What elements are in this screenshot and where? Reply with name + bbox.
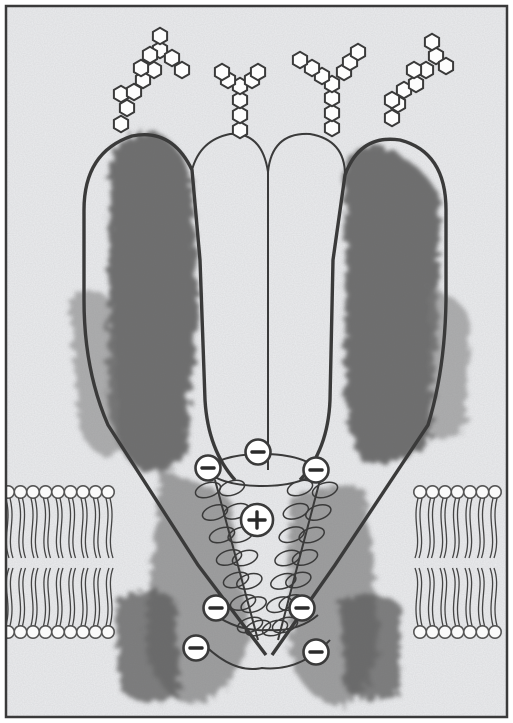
lipid-head-lower [89, 626, 101, 638]
negative-charge [246, 440, 271, 465]
sugar-ring [409, 76, 423, 92]
lipid-head-lower [14, 626, 26, 638]
lipid-head-upper [476, 486, 488, 498]
sugar-ring [153, 28, 167, 44]
negative-charge [304, 640, 329, 665]
lipid-head-lower [426, 626, 438, 638]
lipid-head-upper [52, 486, 64, 498]
lipid-head-upper [426, 486, 438, 498]
sugar-ring [175, 62, 189, 78]
sugar-ring [143, 47, 157, 63]
lipid-head-upper [89, 486, 101, 498]
lipid-head-upper [464, 486, 476, 498]
lipid-head-lower [464, 626, 476, 638]
lipid-head-lower [39, 626, 51, 638]
sugar-ring [251, 64, 265, 80]
negative-charge [304, 458, 329, 483]
sugar-ring [385, 92, 399, 108]
lipid-head-lower [439, 626, 451, 638]
negative-charge [290, 596, 315, 621]
sugar-ring [215, 64, 229, 80]
negative-charge [196, 456, 221, 481]
sugar-ring [407, 62, 421, 78]
negative-charge [184, 636, 209, 661]
lipid-head-lower [77, 626, 89, 638]
lipid-head-upper [451, 486, 463, 498]
lipid-head-lower [64, 626, 76, 638]
lipid-head-upper [439, 486, 451, 498]
sugar-ring [114, 116, 128, 132]
lipid-head-lower [489, 626, 501, 638]
negative-charge [204, 596, 229, 621]
lipid-head-lower [27, 626, 39, 638]
sugar-ring [293, 52, 307, 68]
lipid-head-lower [451, 626, 463, 638]
lipid-head-upper [39, 486, 51, 498]
sugar-ring [351, 44, 365, 60]
lipid-head-upper [77, 486, 89, 498]
lipid-head-upper [102, 486, 114, 498]
lipid-head-upper [27, 486, 39, 498]
lipid-head-upper [64, 486, 76, 498]
lipid-head-lower [52, 626, 64, 638]
positive-charge [241, 504, 273, 536]
lipid-head-upper [489, 486, 501, 498]
lipid-head-upper [414, 486, 426, 498]
sugar-ring [439, 58, 453, 74]
sugar-ring [425, 34, 439, 50]
lipid-head-lower [414, 626, 426, 638]
lipid-head-upper [14, 486, 26, 498]
lipid-head-lower [476, 626, 488, 638]
sugar-ring [134, 60, 148, 76]
lipid-head-lower [102, 626, 114, 638]
